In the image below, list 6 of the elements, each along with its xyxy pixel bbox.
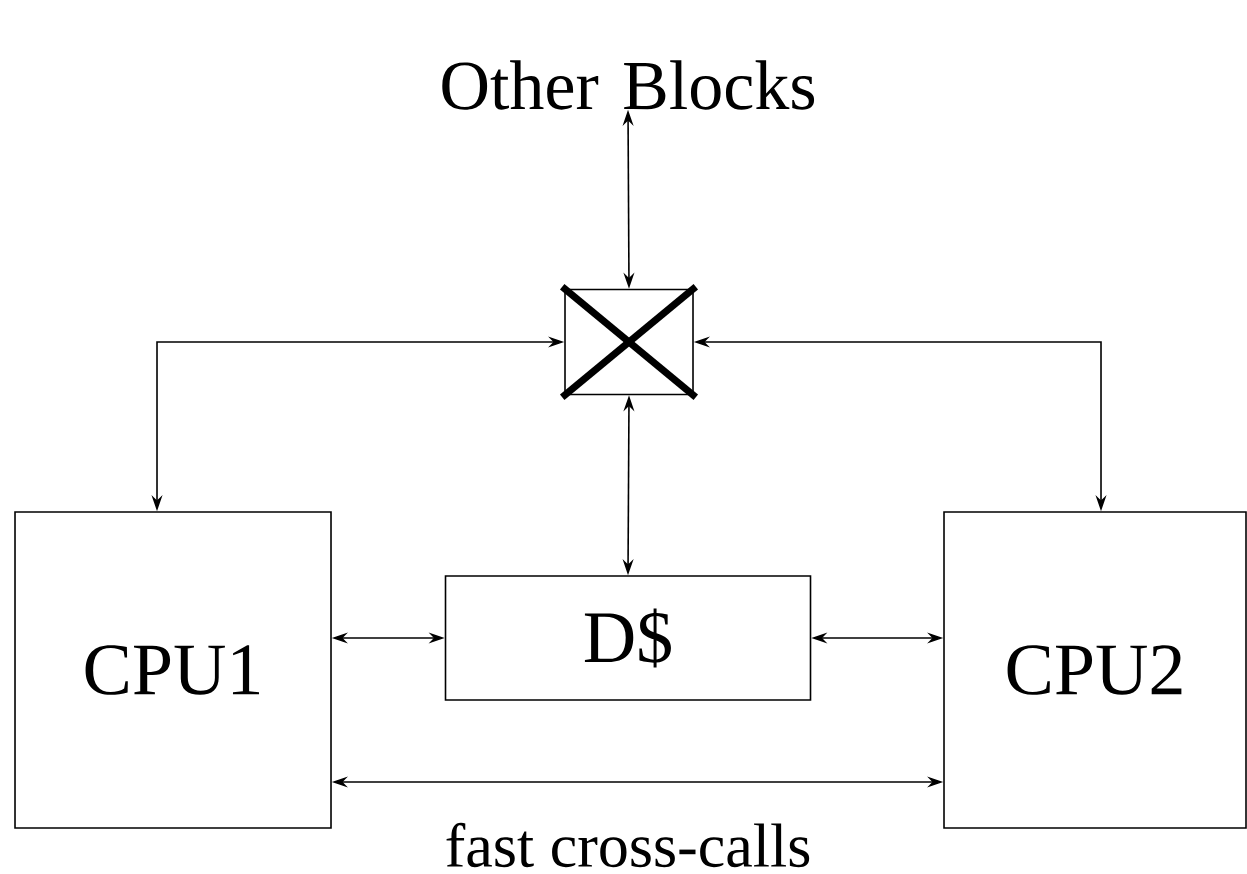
crossbar-switch: [559, 284, 699, 400]
cpu-box: CPU1: [14, 511, 332, 829]
edge-label: fast cross-calls: [442, 820, 814, 870]
cache-box: D$: [444, 575, 812, 701]
cpu-box: CPU2: [943, 511, 1247, 829]
block-label: Other Blocks: [442, 60, 815, 110]
